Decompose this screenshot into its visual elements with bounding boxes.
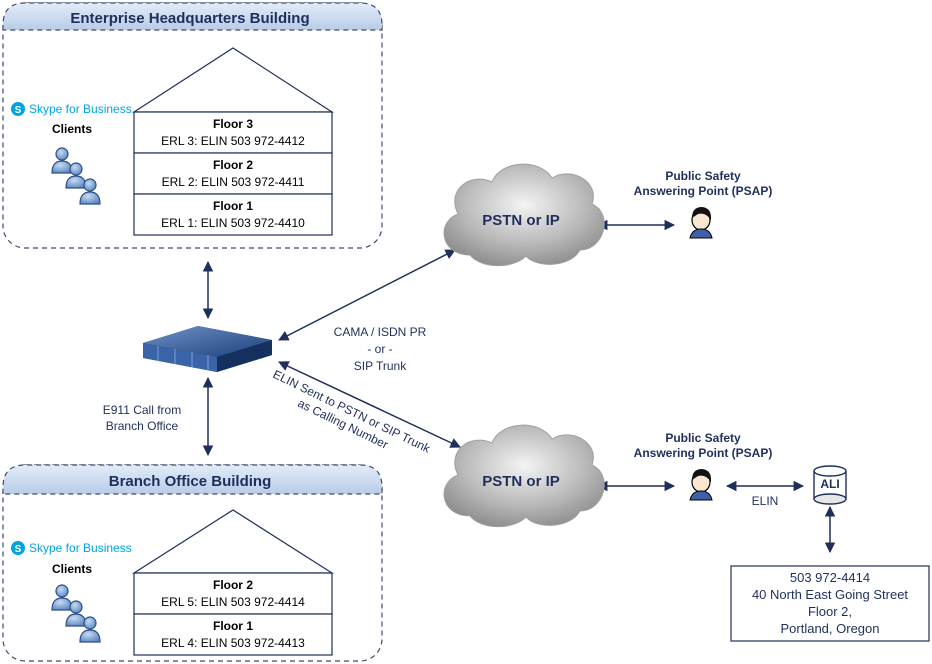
e911-label-line1: E911 Call from (103, 403, 181, 417)
hq-building-frame (2, 2, 383, 249)
branch-skype-brand: Skype for Business (29, 541, 132, 555)
bottom-cloud-label: PSTN or IP (482, 473, 560, 490)
ali-address-line4: Portland, Oregon (780, 621, 879, 636)
ali-database-icon (813, 465, 847, 505)
top-psap-label-line1: Public Safety (665, 169, 741, 183)
svg-text:S: S (15, 105, 22, 116)
hq-clients-label: Clients (52, 122, 92, 136)
hq-floor-3-erl: ERL 3: ELIN 503 972-4412 (161, 134, 305, 148)
top-psap-label-line2: Answering Point (PSAP) (634, 184, 773, 198)
branch-floor-1-erl: ERL 4: ELIN 503 972-4413 (161, 636, 305, 650)
branch-building-frame (2, 464, 383, 662)
ali-address-box (730, 565, 930, 642)
branch-clients-users-icon (51, 584, 101, 643)
svg-text:S: S (15, 544, 22, 555)
branch-roof (131, 509, 335, 574)
bottom-cloud-icon (443, 424, 605, 528)
branch-building-header (2, 464, 383, 495)
branch-floor-2-name: Floor 2 (213, 578, 253, 592)
bottom-psap-operator-icon (689, 469, 713, 501)
gateway-bottom-cloud-link (278, 361, 461, 448)
gateway-top-cloud-link (278, 249, 456, 341)
hq-building-header (2, 2, 383, 31)
ali-address-line2: 40 North East Going Street (752, 587, 908, 602)
trunk-label-line1: CAMA / ISDN PR (334, 325, 427, 339)
branch-clients-label: Clients (52, 562, 92, 576)
hq-skype-brand: Skype for Business (29, 102, 132, 116)
hq-floor-3-box (133, 111, 333, 154)
hq-roof (131, 47, 335, 113)
hq-floor-2-erl: ERL 2: ELIN 503 972-4411 (162, 175, 305, 189)
hq-skype-logo-icon: S (11, 102, 25, 116)
branch-floor-1-name: Floor 1 (213, 619, 253, 633)
gateway-device-icon (143, 326, 272, 372)
hq-building-title: Enterprise Headquarters Building (70, 10, 309, 27)
top-psap-operator-icon (689, 207, 713, 239)
top-cloud-label: PSTN or IP (482, 212, 560, 229)
bottom-psap-label-line1: Public Safety (665, 431, 741, 445)
hq-clients-users-icon (51, 147, 101, 205)
branch-floor-1-box (133, 613, 333, 656)
branch-building-title: Branch Office Building (109, 473, 272, 490)
ali-label: ALI (820, 477, 839, 491)
trunk-label-line3: SIP Trunk (354, 359, 407, 373)
branch-skype-logo-icon: S (11, 541, 25, 555)
hq-floor-1-name: Floor 1 (213, 199, 253, 213)
elin-sent-label-line1: ELIN Sent to PSTN or SIP Trunk (271, 367, 434, 456)
trunk-label-line2: - or - (367, 342, 392, 356)
hq-floor-3-name: Floor 3 (213, 117, 253, 131)
top-cloud-icon (443, 163, 605, 267)
e911-label-line2: Branch Office (106, 419, 179, 433)
branch-building-group: Branch Office Building Floor 2 ERL 5: EL… (2, 464, 383, 662)
branch-floor-2-erl: ERL 5: ELIN 503 972-4414 (161, 595, 305, 609)
ali-address-line3: Floor 2, (808, 604, 852, 619)
hq-floor-2-name: Floor 2 (213, 158, 253, 172)
bottom-psap-label-line2: Answering Point (PSAP) (634, 446, 773, 460)
elin-label: ELIN (752, 494, 779, 508)
hq-floor-1-box (133, 193, 333, 236)
hq-floor-1-erl: ERL 1: ELIN 503 972-4410 (161, 216, 305, 230)
ali-address-line1: 503 972-4414 (790, 570, 870, 585)
hq-building-group: Enterprise Headquarters Building Floor 3… (2, 2, 383, 249)
